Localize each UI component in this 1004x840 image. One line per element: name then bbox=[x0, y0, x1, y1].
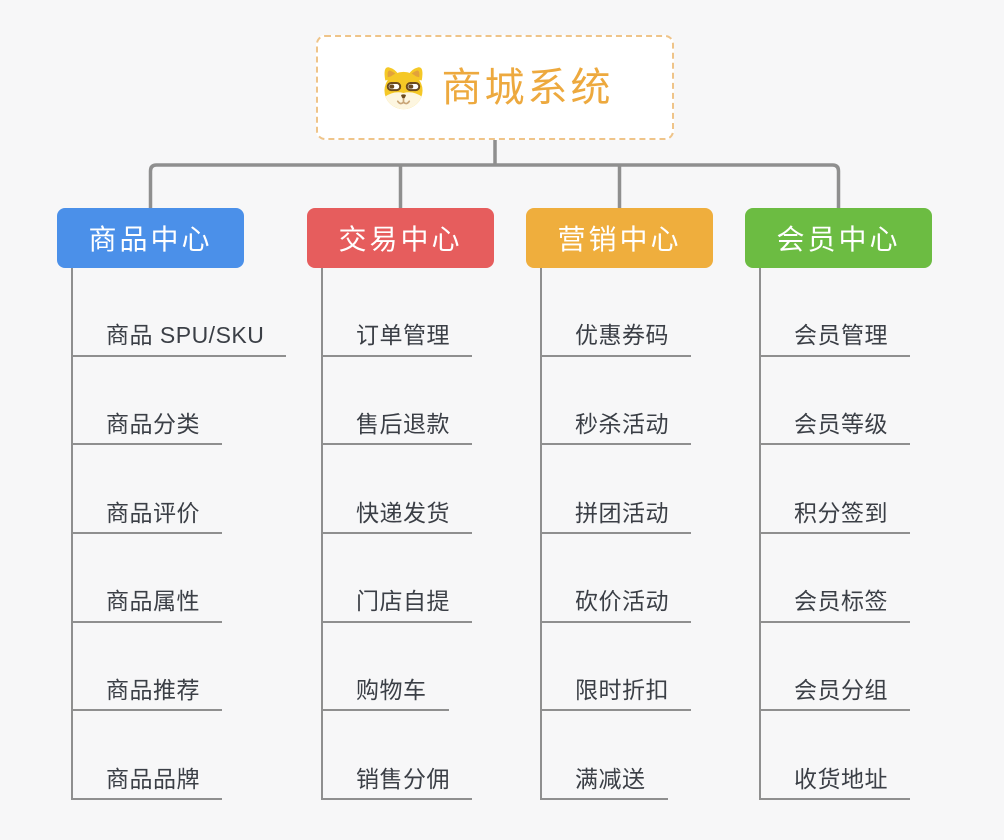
root-topic[interactable]: 商城系统 bbox=[316, 35, 674, 140]
child-topic[interactable]: 购物车 bbox=[323, 623, 449, 712]
child-topic[interactable]: 砍价活动 bbox=[542, 534, 691, 623]
child-topic-label: 购物车 bbox=[356, 676, 427, 703]
child-topic-label: 会员管理 bbox=[794, 322, 888, 349]
child-topic[interactable]: 会员分组 bbox=[761, 623, 910, 712]
child-topic-label: 售后退款 bbox=[356, 410, 450, 437]
child-topic-label: 拼团活动 bbox=[575, 499, 669, 526]
child-topic-label: 商品 SPU/SKU bbox=[106, 322, 265, 349]
child-topic-label: 收货地址 bbox=[794, 765, 888, 792]
child-column-products: 商品 SPU/SKU 商品分类 商品评价 商品属性 商品推荐 商品品牌 bbox=[71, 268, 287, 800]
root-topic-label: 商城系统 bbox=[441, 65, 614, 110]
child-topic[interactable]: 会员等级 bbox=[761, 357, 910, 446]
child-topic[interactable]: 商品属性 bbox=[73, 534, 222, 623]
child-topic[interactable]: 优惠券码 bbox=[542, 268, 691, 357]
child-topic[interactable]: 会员管理 bbox=[761, 268, 910, 357]
child-topic-label: 秒杀活动 bbox=[575, 410, 669, 437]
child-topic[interactable]: 快递发货 bbox=[323, 445, 472, 534]
branch-topic-products[interactable]: 商品中心 bbox=[57, 208, 244, 268]
child-topic[interactable]: 秒杀活动 bbox=[542, 357, 691, 446]
child-topic-label: 商品评价 bbox=[106, 499, 200, 526]
child-topic[interactable]: 售后退款 bbox=[323, 357, 472, 446]
child-topic[interactable]: 满减送 bbox=[542, 711, 668, 800]
branch-topic-label: 商品中心 bbox=[88, 224, 213, 255]
child-topic[interactable]: 销售分佣 bbox=[323, 711, 472, 800]
child-column-marketing: 优惠券码 秒杀活动 拼团活动 砍价活动 限时折扣 满减送 bbox=[540, 268, 691, 800]
child-topic[interactable]: 商品评价 bbox=[73, 445, 222, 534]
child-topic-label: 销售分佣 bbox=[356, 765, 450, 792]
child-topic[interactable]: 商品推荐 bbox=[73, 623, 222, 712]
child-topic-label: 快递发货 bbox=[356, 499, 450, 526]
child-topic[interactable]: 会员标签 bbox=[761, 534, 910, 623]
child-topic[interactable]: 订单管理 bbox=[323, 268, 472, 357]
child-topic[interactable]: 门店自提 bbox=[323, 534, 472, 623]
branch-topic-marketing[interactable]: 营销中心 bbox=[526, 208, 713, 268]
child-topic[interactable]: 拼团活动 bbox=[542, 445, 691, 534]
child-topic-label: 商品属性 bbox=[106, 588, 200, 615]
branch-topic-label: 营销中心 bbox=[557, 224, 682, 255]
child-topic[interactable]: 收货地址 bbox=[761, 711, 910, 800]
child-topic-label: 积分签到 bbox=[794, 499, 888, 526]
branch-topic-members[interactable]: 会员中心 bbox=[745, 208, 932, 268]
child-topic-label: 砍价活动 bbox=[575, 588, 669, 615]
child-topic[interactable]: 限时折扣 bbox=[542, 623, 691, 712]
child-column-trade: 订单管理 售后退款 快递发货 门店自提 购物车 销售分佣 bbox=[321, 268, 472, 800]
child-topic-label: 门店自提 bbox=[356, 588, 450, 615]
child-topic-label: 会员分组 bbox=[794, 676, 888, 703]
child-topic[interactable]: 商品 SPU/SKU bbox=[73, 268, 287, 357]
child-topic[interactable]: 商品分类 bbox=[73, 357, 222, 446]
child-column-members: 会员管理 会员等级 积分签到 会员标签 会员分组 收货地址 bbox=[759, 268, 910, 800]
child-topic[interactable]: 积分签到 bbox=[761, 445, 910, 534]
child-topic[interactable]: 商品品牌 bbox=[73, 711, 222, 800]
child-topic-label: 会员等级 bbox=[794, 410, 888, 437]
child-topic-label: 限时折扣 bbox=[575, 676, 669, 703]
child-topic-label: 商品品牌 bbox=[106, 765, 200, 792]
child-topic-label: 会员标签 bbox=[794, 588, 888, 615]
child-topic-label: 商品分类 bbox=[106, 410, 200, 437]
child-topic-label: 优惠券码 bbox=[575, 322, 669, 349]
child-topic-label: 商品推荐 bbox=[106, 676, 200, 703]
child-topic-label: 满减送 bbox=[575, 765, 646, 792]
branch-topic-trade[interactable]: 交易中心 bbox=[307, 208, 494, 268]
branch-topic-label: 会员中心 bbox=[776, 224, 901, 255]
child-topic-label: 订单管理 bbox=[356, 322, 450, 349]
shiba-dog-icon bbox=[377, 63, 430, 113]
branch-topic-label: 交易中心 bbox=[338, 224, 463, 255]
